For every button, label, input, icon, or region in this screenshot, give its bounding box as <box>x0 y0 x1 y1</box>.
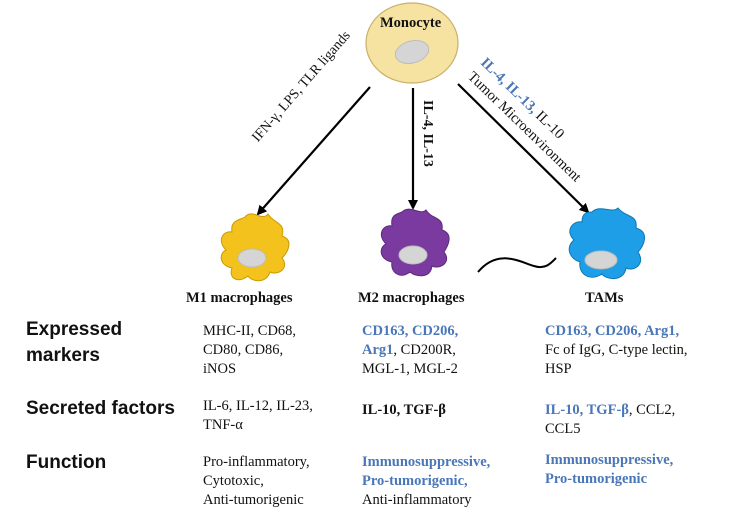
m2-markers-cd200r: , CD200R, <box>393 342 456 358</box>
m1-function-line-3: Anti-tumorigenic <box>203 492 304 508</box>
m2-label: M2 macrophages <box>358 290 465 306</box>
tam-secreted-black: , CCL2, <box>628 402 676 418</box>
m2-markers: CD163, CD206, Arg1, CD200R, MGL-1, MGL-2 <box>362 322 458 379</box>
tam-label: TAMs <box>585 290 624 306</box>
m1-macrophage-cell <box>220 213 290 282</box>
m2-arrow-label: IL-4, IL-13 <box>420 100 435 167</box>
m2-markers-line-2: Arg1, CD200R, <box>362 341 458 360</box>
tam-secreted-line-2: CCL5 <box>545 421 581 437</box>
m1-markers: MHC-II, CD68, CD80, CD86, iNOS <box>203 322 296 379</box>
tam-markers-line-3: HSP <box>545 361 572 377</box>
row-label-markers-1: Expressed <box>26 319 123 340</box>
row-label-markers-2: markers <box>26 345 100 366</box>
m2-markers-line-3: MGL-1, MGL-2 <box>362 361 458 377</box>
tam-function: Immunosuppressive, Pro-tumorigenic <box>545 451 673 489</box>
m2-secreted: IL-10, TGF-β <box>362 402 446 418</box>
m1-markers-line-2: CD80, CD86, <box>203 342 284 358</box>
tam-secreted-line-1: IL-10, TGF-β, CCL2, <box>545 401 675 420</box>
row-label-function: Function <box>26 452 107 473</box>
tam-markers-line-2: Fc of IgG, C-type lectin, <box>545 342 688 358</box>
m2-function: Immunosuppressive, Pro-tumorigenic, Anti… <box>362 453 490 510</box>
tam-secreted: IL-10, TGF-β, CCL2, CCL5 <box>545 401 675 439</box>
tam-function-line-1: Immunosuppressive, <box>545 452 674 468</box>
monocyte-label: Monocyte <box>380 15 442 31</box>
tam-cell <box>568 207 645 279</box>
m2-markers-line-1: CD163, CD206, <box>362 323 459 339</box>
m1-secreted: IL-6, IL-12, IL-23, TNF-α <box>203 397 313 435</box>
tam-markers-line-1: CD163, CD206, Arg1, <box>545 323 680 339</box>
m2-tam-connector <box>477 257 557 273</box>
m1-markers-line-1: MHC-II, CD68, <box>203 323 297 339</box>
arrow-to-tam <box>457 83 590 214</box>
tam-markers: CD163, CD206, Arg1, Fc of IgG, C-type le… <box>545 322 688 379</box>
m2-function-line-3: Anti-inflammatory <box>362 492 472 508</box>
m1-label: M1 macrophages <box>186 290 293 306</box>
m1-secreted-line-2: TNF-α <box>203 417 243 433</box>
monocyte-cell <box>365 2 459 84</box>
m1-markers-line-3: iNOS <box>203 361 237 377</box>
m1-function-line-2: Cytotoxic, <box>203 473 264 489</box>
m2-markers-arg1: Arg1 <box>362 342 394 358</box>
m2-function-line-2: Pro-tumorigenic, <box>362 473 468 489</box>
m2-macrophage-cell <box>380 208 450 277</box>
m1-function-line-1: Pro-inflammatory, <box>203 454 310 470</box>
arrow-to-m1 <box>256 86 371 216</box>
m1-secreted-line-1: IL-6, IL-12, IL-23, <box>203 398 313 414</box>
tam-function-line-2: Pro-tumorigenic <box>545 471 648 487</box>
m1-function: Pro-inflammatory, Cytotoxic, Anti-tumori… <box>203 453 310 510</box>
row-label-secreted: Secreted factors <box>26 398 175 419</box>
m2-function-line-1: Immunosuppressive, <box>362 454 491 470</box>
tam-secreted-blue: IL-10, TGF-β <box>545 402 629 418</box>
